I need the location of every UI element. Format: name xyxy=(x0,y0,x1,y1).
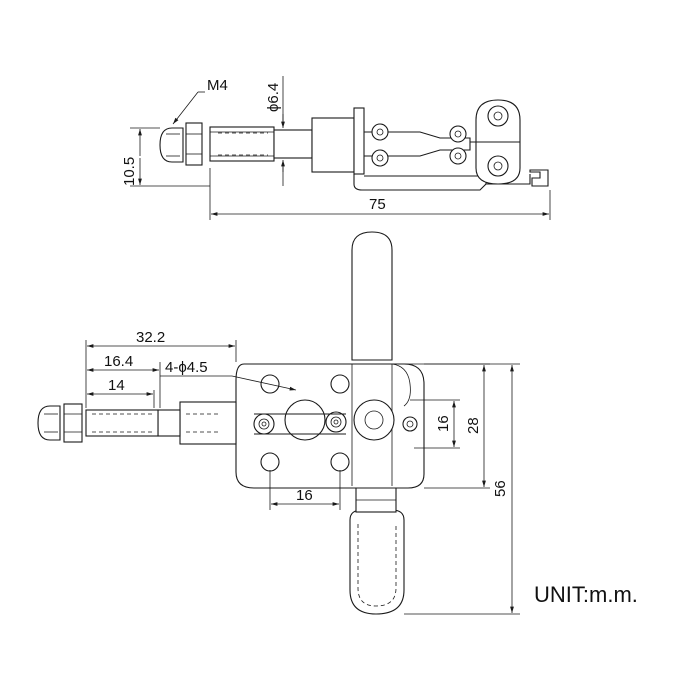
label-dim-16-vertical: 16 xyxy=(435,415,452,432)
front-pivot-right xyxy=(402,416,418,432)
side-view: M4 ϕ6.4 10.5 75 xyxy=(121,76,551,220)
side-pivot-2 xyxy=(371,149,389,167)
side-guide-bushing xyxy=(311,117,355,173)
side-plunger xyxy=(273,129,313,159)
label-dim-75: 75 xyxy=(369,196,386,213)
front-mount-hole-4 xyxy=(330,452,350,472)
front-mount-hole-2 xyxy=(330,374,350,394)
label-dim-10-5: 10.5 xyxy=(121,157,138,186)
label-dim-28: 28 xyxy=(465,417,482,434)
label-dim-32-2: 32.2 xyxy=(136,329,165,346)
label-m4: M4 xyxy=(207,77,228,94)
side-knob xyxy=(159,127,184,163)
unit-label: UNIT:m.m. xyxy=(534,582,638,607)
front-knob xyxy=(37,405,61,441)
front-pivot-plunger xyxy=(253,413,275,435)
label-dim-16-4: 16.4 xyxy=(104,353,133,370)
side-hex-nut xyxy=(185,122,203,166)
label-dim-14: 14 xyxy=(108,377,125,394)
label-diameter-6-4: ϕ6.4 xyxy=(265,83,282,112)
label-holes-4-phi-4-5: 4-ϕ4.5 xyxy=(165,359,208,376)
side-base-bracket xyxy=(353,174,487,191)
side-hook xyxy=(529,169,549,187)
side-flange xyxy=(353,107,365,175)
front-pivot-main xyxy=(353,399,395,441)
front-handle-neck xyxy=(355,485,397,513)
side-pivot-1 xyxy=(371,123,389,141)
front-upper-handle xyxy=(351,231,393,361)
side-pivot-3 xyxy=(449,125,467,143)
front-mount-hole-3 xyxy=(260,452,280,472)
label-dim-56: 56 xyxy=(492,480,509,497)
side-link-bar xyxy=(364,131,471,157)
front-hex-nut xyxy=(63,403,83,443)
front-center-cutout xyxy=(284,399,326,441)
front-pivot-link xyxy=(325,411,347,433)
front-plunger-guide xyxy=(179,401,237,445)
front-view: 32.2 16.4 14 4-ϕ4.5 16 28 56 xyxy=(37,231,520,615)
label-dim-16-horizontal: 16 xyxy=(296,487,313,504)
side-pivot-4 xyxy=(449,147,467,165)
